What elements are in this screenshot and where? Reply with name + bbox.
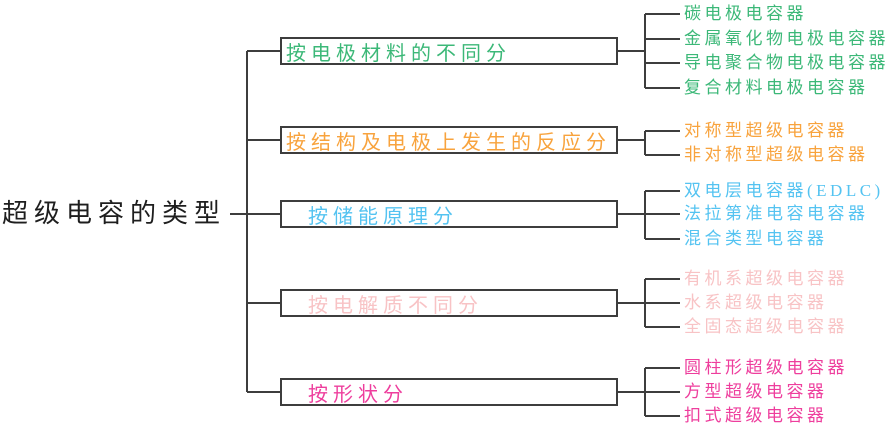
- leaf-item: 导电聚合物电极电容器: [684, 53, 889, 72]
- branch-box-energy-storage-principle: 按储能原理分: [280, 200, 618, 228]
- leaf-item: 全固态超级电容器: [684, 317, 848, 336]
- leaf-item: 非对称型超级电容器: [684, 145, 869, 164]
- leaf-item: 金属氧化物电极电容器: [684, 29, 889, 48]
- leaf-item: 复合材料电极电容器: [684, 78, 869, 97]
- leaf-item: 双电层电容器(EDLC): [684, 181, 884, 200]
- branch-label: 按电解质不同分: [308, 294, 483, 317]
- branch-4-connectors: [247, 278, 680, 328]
- leaf-item: 对称型超级电容器: [684, 121, 848, 140]
- leaf-item: 混合类型电容器: [684, 229, 828, 248]
- trunk-lines: [230, 51, 280, 392]
- branch-label: 按储能原理分: [308, 205, 458, 228]
- branch-box-electrode-material: 按电极材料的不同分: [280, 37, 618, 65]
- leaf-item: 扣式超级电容器: [684, 406, 828, 425]
- root-label: 超级电容的类型: [2, 199, 227, 228]
- branch-5-connectors: [247, 367, 680, 417]
- branch-1-connectors: [247, 13, 680, 89]
- branch-box-shape: 按形状分: [280, 378, 618, 406]
- leaf-item: 水系超级电容器: [684, 293, 828, 312]
- leaf-item: 有机系超级电容器: [684, 269, 848, 288]
- branch-label: 按电极材料的不同分: [286, 42, 511, 65]
- branch-box-electrolyte: 按电解质不同分: [280, 289, 618, 317]
- branch-box-structure-reaction: 按结构及电极上发生的反应分: [280, 126, 618, 154]
- branch-2-connectors: [247, 130, 680, 156]
- leaf-item: 法拉第准电容电容器: [684, 204, 869, 223]
- leaf-item: 圆柱形超级电容器: [684, 358, 848, 377]
- branch-label: 按形状分: [308, 383, 408, 406]
- leaf-item: 方型超级电容器: [684, 382, 828, 401]
- branch-3-connectors: [617, 190, 680, 240]
- leaf-item: 碳电极电容器: [684, 4, 807, 23]
- branch-label: 按结构及电极上发生的反应分: [286, 131, 611, 154]
